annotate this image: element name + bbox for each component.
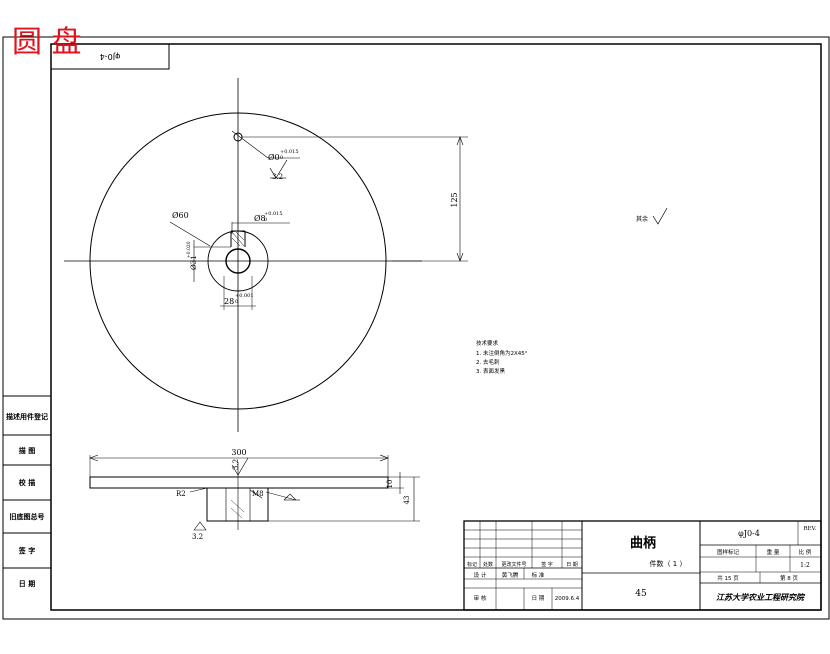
hdr-date: 日 期 — [566, 562, 578, 568]
hdr-count: 处数 — [483, 561, 493, 568]
scale-label: 比 例 — [799, 548, 812, 556]
dim-key-depth-tol: +0.001 — [235, 293, 254, 299]
dim-small-hole: Ø0 — [268, 153, 280, 162]
left-item-1: 描 图 — [19, 446, 35, 455]
dim-key-depth: 28 — [224, 297, 234, 306]
scale-value: 1:2 — [800, 562, 810, 569]
part-name: 曲柄 — [630, 535, 656, 551]
rev-label: REV. — [804, 526, 817, 532]
left-item-3: 旧底图总号 — [10, 512, 45, 521]
dim-key-depth-low: 0 — [235, 299, 238, 305]
date-value: 2009.6.4 — [555, 596, 580, 602]
outer-border — [2, 36, 830, 620]
hdr-doc: 更改文件号 — [501, 561, 526, 568]
dim-bore-tol-low: 0 — [264, 217, 267, 223]
dim-r2: R2 — [176, 490, 186, 498]
review-label: 审 核 — [474, 594, 487, 602]
title-block — [463, 520, 822, 611]
dim-m8: M8 — [252, 490, 264, 498]
left-item-5: 日 期 — [19, 579, 35, 588]
dim-bore-tol: +0.015 — [264, 211, 283, 217]
left-item-2: 校 描 — [19, 478, 35, 487]
left-record-column — [3, 395, 51, 569]
drawing-number: φJ0-4 — [738, 529, 760, 538]
notes-heading: 技术要求 — [476, 339, 499, 347]
left-item-4: 签 字 — [18, 546, 35, 555]
hdr-sign: 签 字 — [541, 561, 553, 568]
designer: 黄飞腾 — [502, 571, 519, 579]
roughness-other: 其余 — [636, 207, 668, 225]
roughness-side: 3.2 — [232, 459, 240, 470]
drawing-number-corner-box: φJ0-4 — [50, 43, 170, 70]
company-name: 江苏大学农业工程研究院 — [716, 592, 806, 602]
dim-300: 300 — [231, 448, 246, 457]
hdr-mark: 标记 — [467, 561, 477, 568]
technical-notes: 技术要求 1. 未注倒角为2X45° 2. 去毛刺 3. 表面发黑 — [476, 339, 528, 375]
design-label: 设 计 — [474, 571, 487, 579]
note-1: 1. 未注倒角为2X45° — [476, 349, 528, 357]
dim-bore: Ø8 — [254, 214, 266, 223]
roughness-bottom: 3.2 — [192, 533, 203, 541]
dim-small-hole-tol-low: 0 — [280, 155, 283, 161]
disc-front-view — [64, 78, 468, 432]
dim-125: 125 — [450, 192, 459, 207]
std-label: 标 准 — [532, 571, 545, 579]
stage-label: 图样标记 — [717, 548, 740, 556]
inner-border — [50, 43, 822, 611]
watermark-title: 圆 盘 — [12, 25, 82, 60]
dim-key-width: Ø31 — [190, 255, 198, 270]
material: 45 — [635, 589, 647, 599]
quantity: 件数（ 1 ） — [650, 559, 687, 568]
disc-side-view — [89, 454, 420, 531]
left-item-0: 描述用件登记 — [6, 412, 48, 421]
sheets-total: 共 15 页 — [717, 574, 739, 582]
sheet-number: 第 8 页 — [780, 574, 798, 582]
weight-label: 重 量 — [767, 548, 780, 556]
roughness-top: 3.2 — [272, 173, 283, 181]
note-3: 3. 表面发黑 — [476, 367, 505, 375]
svg-text:其余: 其余 — [636, 215, 648, 223]
note-2: 2. 去毛刺 — [476, 358, 500, 366]
dim-key-width-tol: +0.020 — [186, 241, 192, 258]
date-label: 日 期 — [532, 595, 545, 602]
dim-60: Ø60 — [172, 211, 189, 220]
dim-small-hole-tol: +0.015 — [280, 149, 299, 155]
dim-43: 43 — [403, 496, 411, 505]
dim-10: 10 — [386, 480, 394, 489]
flipped-drawing-number: φJ0-4 — [100, 52, 121, 61]
